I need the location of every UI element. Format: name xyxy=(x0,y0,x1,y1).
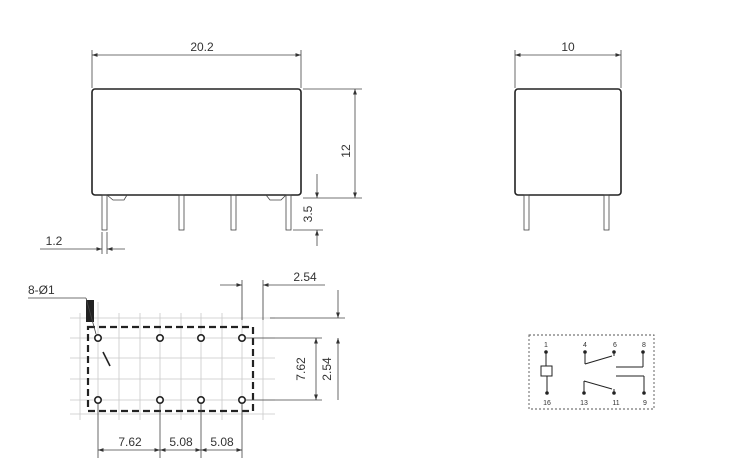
hole-11 xyxy=(197,395,206,404)
schematic-pin-16: 16 xyxy=(543,400,551,407)
schematic-pin-13: 13 xyxy=(580,400,588,407)
hole-9 xyxy=(238,395,247,404)
schematic: 1 4 6 8 16 13 11 9 xyxy=(528,334,655,410)
side-view: 20.2 12 3.5 1.2 xyxy=(40,40,362,254)
bottom-label-3: 5.08 xyxy=(210,435,234,449)
end-width-label: 10 xyxy=(561,40,575,54)
side-pin-4 xyxy=(285,194,292,231)
relay-body-end xyxy=(514,88,622,196)
pin1-index-mark xyxy=(102,351,111,367)
coil-symbol xyxy=(540,352,553,393)
side-pin-2 xyxy=(178,194,185,231)
hole-8 xyxy=(238,333,247,342)
lower-switch-symbol xyxy=(583,375,645,393)
schematic-pin-9: 9 xyxy=(643,400,647,407)
bottom-label-1: 7.62 xyxy=(118,435,142,449)
relay-body-side xyxy=(91,88,302,196)
pcb-holes xyxy=(94,333,247,404)
hole-count-label: 8-Ø1 xyxy=(28,283,55,297)
hole-1 xyxy=(94,333,103,342)
schematic-pin-8: 8 xyxy=(642,342,646,349)
hole-16 xyxy=(94,395,103,404)
hole-4 xyxy=(156,333,165,342)
height-label: 12 xyxy=(339,144,353,158)
offset-label: 2.54 xyxy=(320,357,334,381)
upper-switch-symbol xyxy=(584,352,644,368)
hole-6 xyxy=(197,333,206,342)
end-pin-left xyxy=(523,194,530,231)
bottom-label-2: 5.08 xyxy=(169,435,193,449)
pcb-outline xyxy=(86,325,255,413)
schematic-pin-4: 4 xyxy=(583,342,587,349)
hole-13 xyxy=(156,395,165,404)
pin-length-label: 3.5 xyxy=(301,205,315,222)
end-pin-right xyxy=(603,194,610,231)
schematic-frame xyxy=(528,334,655,410)
side-standoff-right xyxy=(265,194,287,201)
pitch-top-label: 2.54 xyxy=(293,270,317,284)
side-pin-3 xyxy=(230,194,237,231)
end-view: 10 xyxy=(514,40,622,231)
pcb-layout: 8-Ø1 2.54 7.62 2.54 7.62 5.08 5.08 xyxy=(28,270,345,458)
row-spacing-label: 7.62 xyxy=(294,357,308,381)
pin-width-label: 1.2 xyxy=(46,234,63,248)
schematic-pin-1: 1 xyxy=(544,342,548,349)
side-standoff-left xyxy=(106,194,128,201)
schematic-pin-11: 11 xyxy=(612,400,619,407)
width-label: 20.2 xyxy=(190,40,214,54)
schematic-pin-6: 6 xyxy=(613,342,617,349)
side-pin-1 xyxy=(101,194,108,231)
